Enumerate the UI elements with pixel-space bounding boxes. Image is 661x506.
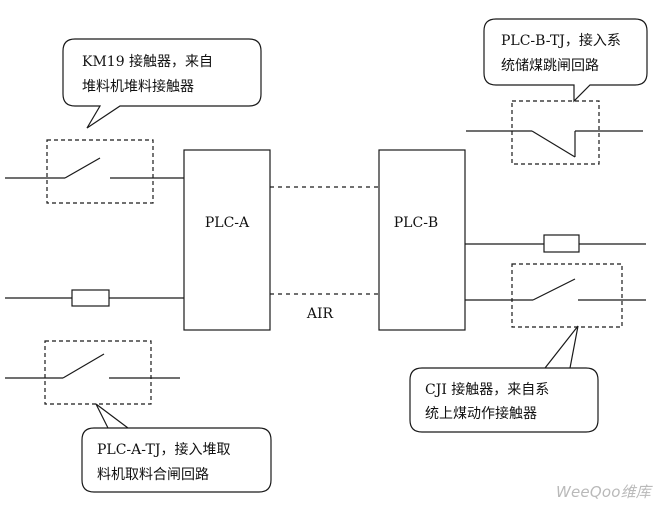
callout-km19-line1: KM19 接触器，来自: [82, 53, 213, 70]
callout-plc-b-tj-line2: 统储煤跳闸回路: [501, 58, 599, 74]
callout-plc-a-tj-line2: 料机取料合闸回路: [97, 467, 209, 483]
km19-contact: [5, 139, 184, 204]
plc-a-input-wire: [5, 289, 184, 307]
callout-cji-line1: CJI 接触器，来自系: [425, 381, 549, 398]
air-label: AIR: [306, 306, 334, 322]
plc-a-tj-contact: [5, 340, 180, 405]
plc-b-tj-contact: [466, 100, 643, 165]
cji-contact: [465, 263, 646, 328]
callout-cji-line2: 统上煤动作接触器: [425, 405, 537, 422]
callout-plc-b-tj-bubble: [483, 18, 648, 103]
watermark-logo: WeeQoo维库: [555, 483, 651, 501]
plc-b-label: PLC-B: [394, 215, 438, 231]
callout-cji-bubble: [409, 325, 599, 433]
plc-a-label: PLC-A: [205, 215, 250, 231]
callout-km19-bubble: [62, 38, 262, 129]
callout-plc-a-tj-bubble: [81, 403, 272, 493]
callout-km19-line2: 堆料机堆料接触器: [82, 78, 194, 95]
plc-b-box: [378, 149, 466, 331]
plc-b-output-wire: [465, 234, 646, 253]
plc-a-box: [183, 149, 271, 331]
callout-plc-b-tj-line1: PLC-B-TJ，接入系: [501, 32, 621, 49]
callout-plc-a-tj-line1: PLC-A-TJ，接入堆取: [97, 441, 230, 458]
